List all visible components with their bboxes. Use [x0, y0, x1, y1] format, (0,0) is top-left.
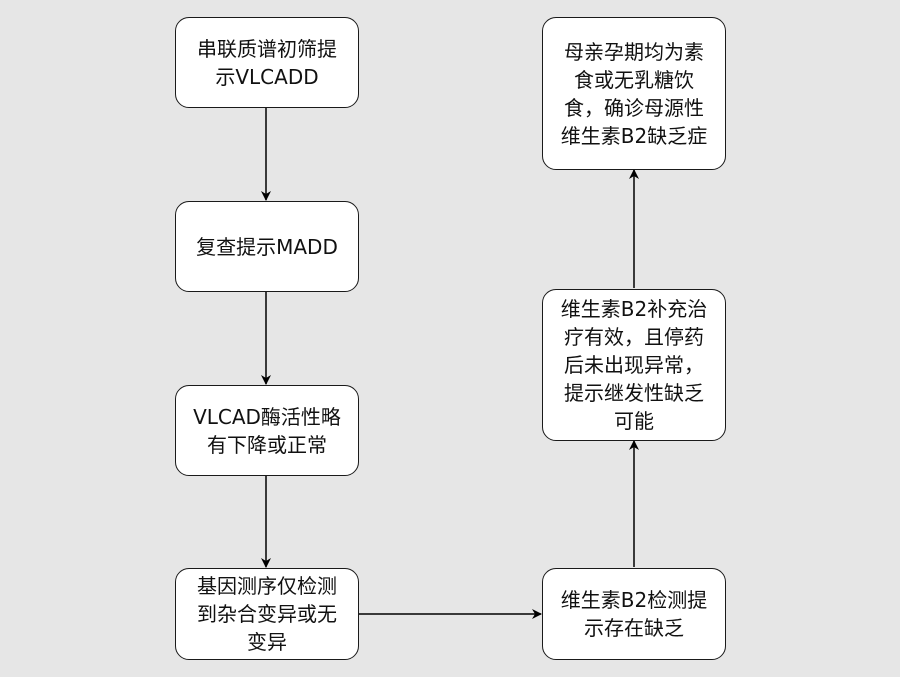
node-maternal-b2-deficiency: 母亲孕期均为素 食或无乳糖饮 食，确诊母源性 维生素B2缺乏症: [542, 17, 726, 170]
node-recheck-madd: 复查提示MADD: [175, 201, 359, 292]
node-text: 维生素B2检测提 示存在缺乏: [560, 588, 708, 640]
node-text: 维生素B2补充治 疗有效，且停药 后未出现异常， 提示继发性缺乏 可能: [560, 297, 708, 433]
node-text: 复查提示MADD: [196, 234, 338, 259]
node-vitamin-b2-test: 维生素B2检测提 示存在缺乏: [542, 568, 726, 660]
node-tandem-ms-screening: 串联质谱初筛提 示VLCADD: [175, 17, 359, 108]
node-text: VLCAD酶活性略 有下降或正常: [193, 404, 341, 457]
node-text: 基因测序仅检测 到杂合变异或无 变异: [197, 574, 337, 654]
node-b2-supplement-effective: 维生素B2补充治 疗有效，且停药 后未出现异常， 提示继发性缺乏 可能: [542, 289, 726, 441]
node-text: 串联质谱初筛提 示VLCADD: [197, 36, 337, 89]
node-gene-sequencing: 基因测序仅检测 到杂合变异或无 变异: [175, 568, 359, 660]
node-vlcad-enzyme-activity: VLCAD酶活性略 有下降或正常: [175, 385, 359, 476]
node-text: 母亲孕期均为素 食或无乳糖饮 食，确诊母源性 维生素B2缺乏症: [560, 39, 708, 148]
